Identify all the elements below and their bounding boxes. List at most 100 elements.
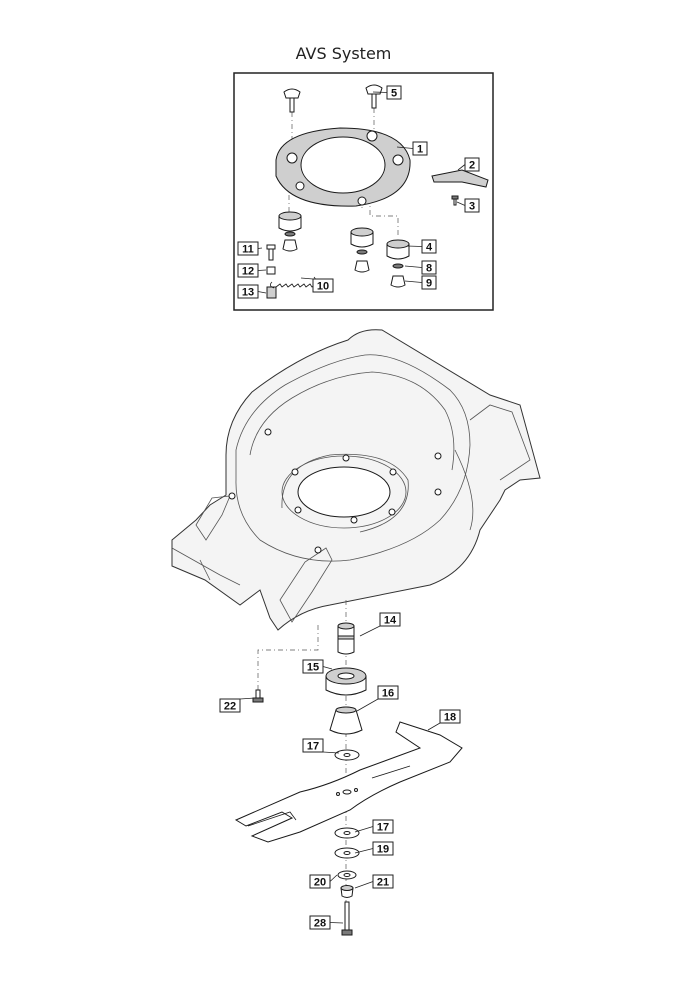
callout-box xyxy=(464,198,480,213)
callout-box xyxy=(412,141,428,156)
leader-line xyxy=(329,922,344,924)
callout-number: 5 xyxy=(391,88,397,100)
leader-line xyxy=(356,698,379,712)
washer-part-17-upper xyxy=(334,749,360,761)
screw-part-3 xyxy=(451,195,459,206)
bushing-part-4 xyxy=(278,211,410,260)
nut-part-13 xyxy=(266,286,277,299)
callout-number: 22 xyxy=(224,701,236,713)
leader-line xyxy=(457,164,466,171)
callout-c14: 14 xyxy=(359,612,401,637)
mower-deck xyxy=(171,329,541,631)
leader-line xyxy=(354,848,374,854)
washer-part-17-lower xyxy=(334,827,360,839)
callout-c5: 5 xyxy=(372,85,402,100)
callout-box xyxy=(372,841,394,856)
bolt-part-28 xyxy=(341,901,353,936)
callout-number: 3 xyxy=(469,201,475,213)
callout-c1: 1 xyxy=(396,141,428,156)
callout-box xyxy=(237,241,259,256)
callout-box xyxy=(309,874,331,889)
callout-box xyxy=(302,659,324,674)
leader-line xyxy=(354,881,374,889)
callout-number: 1 xyxy=(417,144,423,156)
callout-box xyxy=(372,819,394,834)
callout-c19: 19 xyxy=(354,841,394,856)
callout-box xyxy=(237,284,259,299)
leader-line xyxy=(359,625,381,637)
callout-box xyxy=(464,157,480,172)
avs-ring-part-1 xyxy=(275,127,411,207)
leader-line xyxy=(257,269,267,271)
callout-c17a: 17 xyxy=(302,738,340,754)
washer-part-20 xyxy=(337,870,357,880)
callout-box xyxy=(379,612,401,627)
callout-c12: 12 xyxy=(237,263,267,278)
callout-c21: 21 xyxy=(354,874,394,889)
washer-part-19 xyxy=(334,847,360,859)
leader-line xyxy=(427,722,441,731)
pin-part-11 xyxy=(266,244,276,261)
callout-number: 17 xyxy=(307,741,319,753)
callout-number: 12 xyxy=(242,266,254,278)
leader-line xyxy=(396,146,414,149)
fan-hub-part-15 xyxy=(325,667,367,696)
callout-c11: 11 xyxy=(237,241,263,256)
leader-line xyxy=(456,201,466,206)
callout-number: 20 xyxy=(314,877,326,889)
callout-number: 10 xyxy=(317,281,329,293)
leader-line xyxy=(404,265,423,268)
callout-c4: 4 xyxy=(406,239,437,254)
bushing-part-12 xyxy=(266,266,276,275)
callout-number: 2 xyxy=(469,160,475,172)
callout-c20: 20 xyxy=(309,874,338,889)
cup-part-21 xyxy=(340,885,354,898)
callout-box xyxy=(237,263,259,278)
callout-number: 16 xyxy=(382,688,394,700)
blade-part-18 xyxy=(234,721,463,843)
callout-c15: 15 xyxy=(302,659,333,674)
screw-part-22 xyxy=(252,689,264,703)
plate-part-2 xyxy=(431,169,489,188)
leader-line xyxy=(300,277,314,280)
callout-number: 9 xyxy=(426,278,432,290)
page-title: AVS System xyxy=(295,44,392,63)
leader-line xyxy=(372,91,388,93)
hub-part-16 xyxy=(329,706,363,735)
callout-c28: 28 xyxy=(309,915,344,930)
washer-part-8 xyxy=(284,231,404,269)
callout-box xyxy=(377,685,399,700)
leader-line xyxy=(322,666,333,670)
callout-box xyxy=(421,260,437,275)
callout-c17b: 17 xyxy=(354,819,394,834)
avs-detail-frame xyxy=(233,72,494,311)
callout-c2: 2 xyxy=(457,157,480,172)
callout-c9: 9 xyxy=(404,275,437,290)
callout-c8: 8 xyxy=(404,260,437,275)
callout-number: 28 xyxy=(314,918,326,930)
callout-number: 14 xyxy=(384,615,397,627)
callout-c16: 16 xyxy=(356,685,399,712)
leader-line xyxy=(404,280,423,283)
leader-line xyxy=(406,245,423,247)
callout-box xyxy=(302,738,324,753)
callout-number: 8 xyxy=(426,263,432,275)
callout-box xyxy=(219,698,241,713)
leader-line xyxy=(354,826,374,833)
callout-c13: 13 xyxy=(237,284,267,299)
leader-line xyxy=(329,874,338,882)
callout-number: 13 xyxy=(242,287,254,299)
callout-c3: 3 xyxy=(456,198,480,213)
avs-assembly xyxy=(266,84,489,299)
callout-number: 18 xyxy=(444,712,456,724)
callout-number: 21 xyxy=(377,877,389,889)
callout-number: 4 xyxy=(426,242,433,254)
callout-c22: 22 xyxy=(219,697,256,713)
callout-number: 19 xyxy=(377,844,389,856)
adapter-part-14 xyxy=(337,622,355,655)
callout-number: 15 xyxy=(307,662,319,674)
leader-line xyxy=(257,247,263,249)
cap-part-9 xyxy=(282,239,406,288)
